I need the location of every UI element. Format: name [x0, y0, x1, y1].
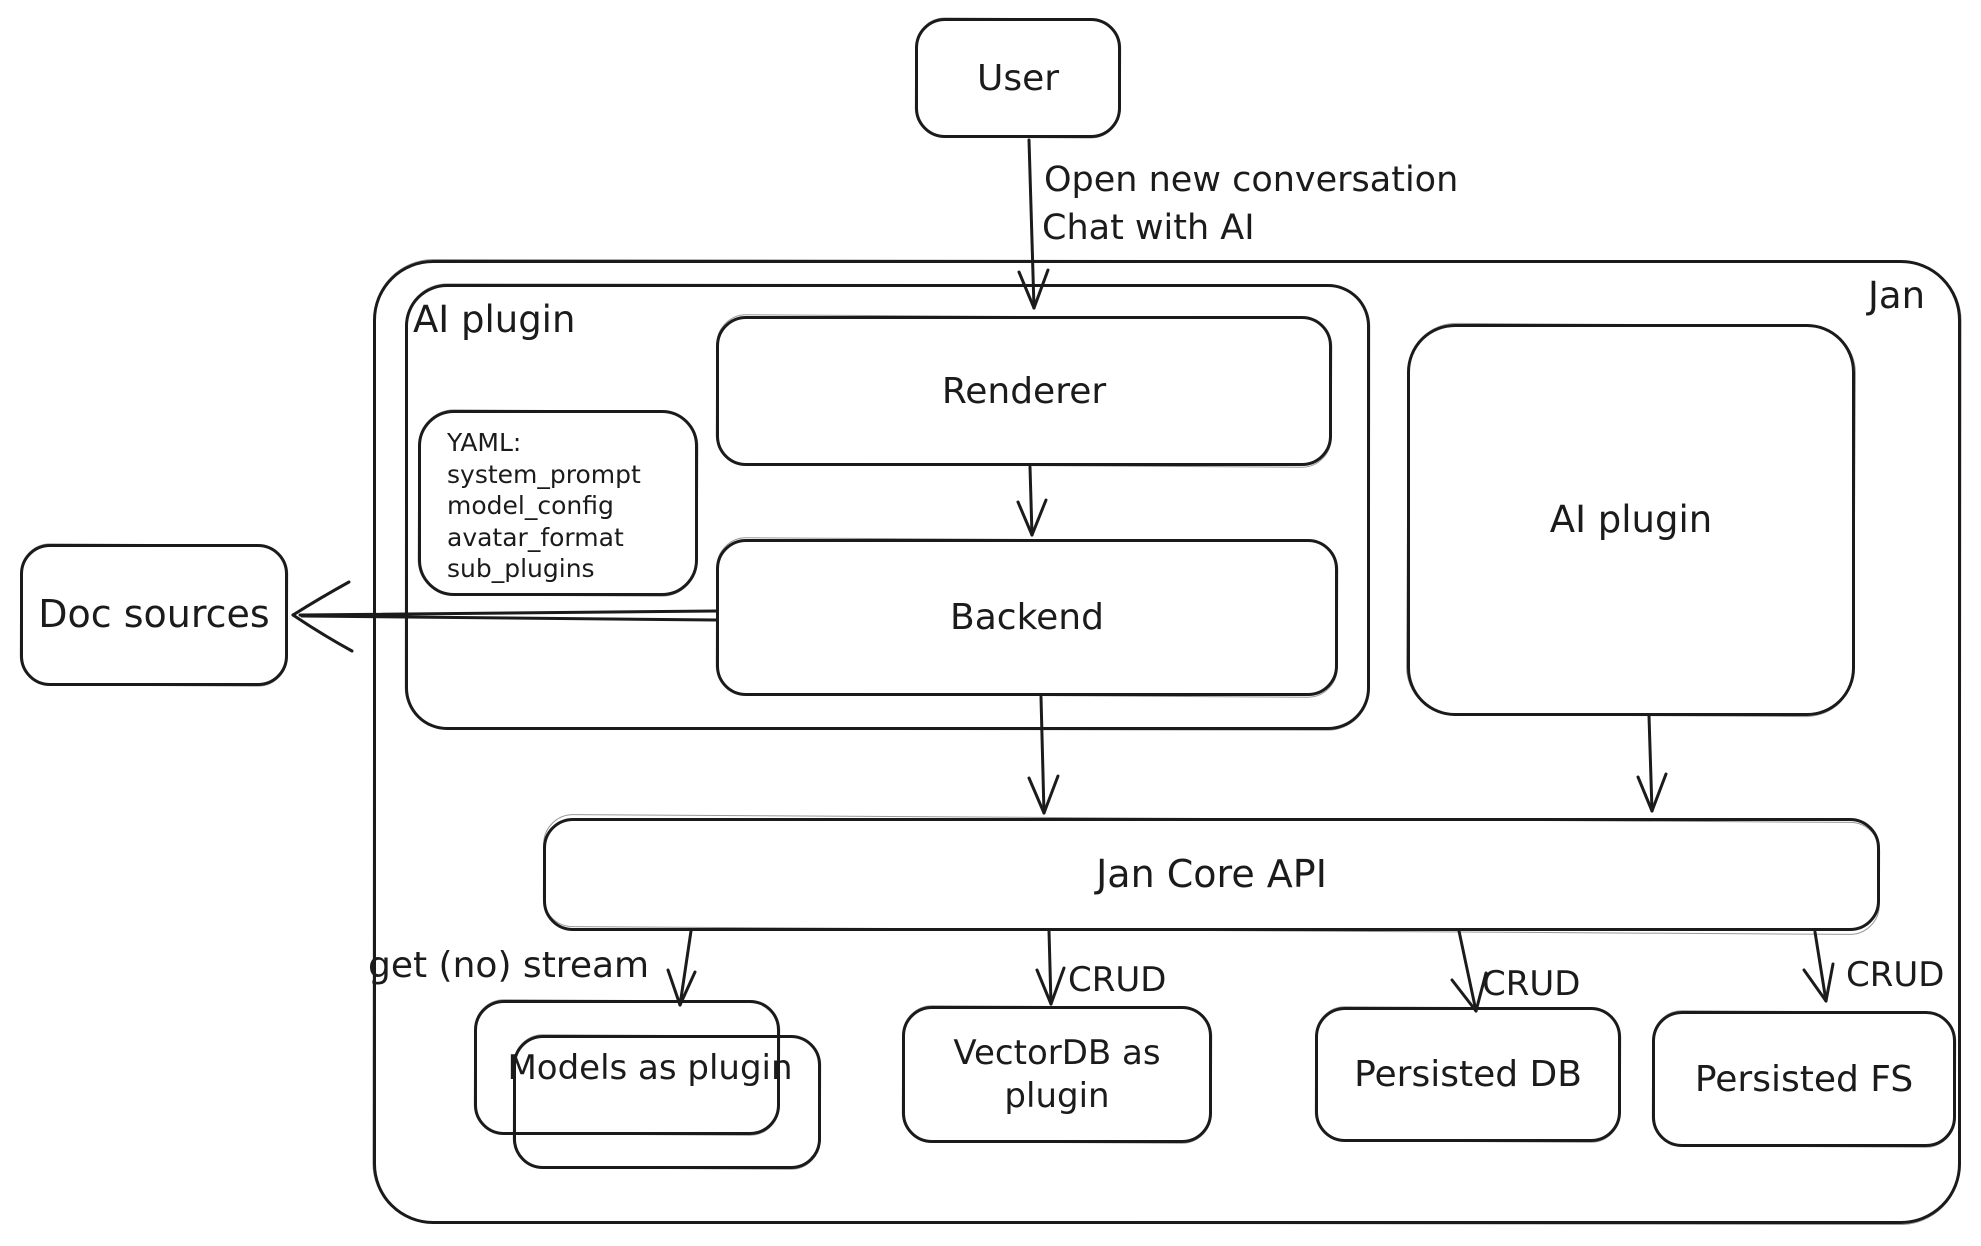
yaml-note-box: YAML: system_prompt model_config avatar_… [418, 410, 698, 596]
label-crud-vectordb: CRUD [1068, 960, 1167, 1000]
ai-plugin-left-label: AI plugin [413, 298, 576, 341]
persisted-fs-label: Persisted FS [1694, 1058, 1914, 1100]
jan-container [373, 260, 1961, 1224]
models-as-plugin-label: Models as plugin [507, 1048, 793, 1088]
label-get-no-stream: get (no) stream [368, 945, 650, 986]
renderer-label: Renderer [941, 370, 1107, 412]
label-open-new-conversation: Open new conversation [1044, 160, 1459, 200]
persisted-db-label: Persisted DB [1354, 1054, 1582, 1095]
yaml-line: system_prompt [447, 459, 641, 489]
renderer-box: Renderer [716, 316, 1332, 466]
yaml-line: sub_plugins [447, 554, 595, 583]
doc-sources-box: Doc sources [20, 544, 288, 686]
label-crud-persisted-fs: CRUD [1846, 955, 1945, 995]
ai-plugin-right-box: AI plugin [1407, 324, 1855, 716]
backend-box: Backend [716, 539, 1338, 696]
label-chat-with-ai: Chat with AI [1042, 208, 1255, 248]
vectordb-as-plugin-label: VectorDB as plugin [953, 1033, 1161, 1116]
yaml-line: model_config [447, 491, 614, 520]
yaml-note-text: YAML: system_prompt model_config avatar_… [421, 413, 651, 595]
jan-core-api-bar: Jan Core API [543, 818, 1880, 931]
jan-label: Jan [1868, 274, 1926, 317]
backend-label: Backend [950, 597, 1104, 638]
label-crud-persisted-db: CRUD [1482, 964, 1581, 1004]
vectordb-as-plugin-box: VectorDB as plugin [902, 1006, 1212, 1143]
ai-plugin-right-label: AI plugin [1549, 497, 1713, 541]
doc-sources-label: Doc sources [38, 592, 270, 637]
persisted-db-box: Persisted DB [1315, 1007, 1621, 1142]
models-as-plugin-box-front [513, 1035, 821, 1169]
yaml-line: YAML: [447, 428, 522, 457]
user-label: User [976, 57, 1060, 99]
user-box: User [915, 18, 1121, 138]
yaml-line: avatar_format [447, 522, 624, 552]
ai-plugin-left-container [405, 284, 1370, 730]
persisted-fs-box: Persisted FS [1652, 1011, 1956, 1147]
jan-core-api-label: Jan Core API [1096, 851, 1327, 896]
